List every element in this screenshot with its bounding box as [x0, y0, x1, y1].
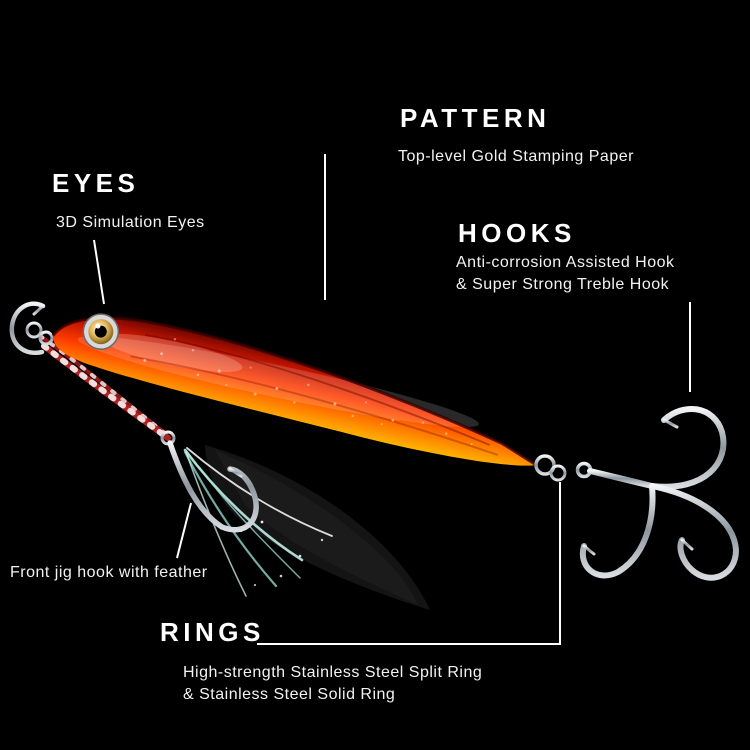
callout-line-front-hook — [176, 502, 192, 559]
eyes-desc: 3D Simulation Eyes — [56, 214, 205, 231]
nose-hook-and-rings — [9, 301, 54, 356]
rings-desc-line1: High-strength Stainless Steel Split Ring — [183, 664, 483, 681]
assist-cord — [38, 334, 171, 441]
hooks-title: HOOKS — [458, 218, 576, 248]
hooks-desc-line1: Anti-corrosion Assisted Hook — [456, 254, 675, 271]
pattern-title: PATTERN — [400, 103, 551, 133]
tail-split-rings — [534, 454, 593, 482]
feather — [183, 447, 333, 597]
rings-desc-line2: & Stainless Steel Solid Ring — [183, 686, 396, 703]
treble-hook — [579, 405, 740, 581]
hooks-desc-line2: & Super Strong Treble Hook — [456, 276, 670, 293]
callout-line-rings — [257, 482, 561, 645]
eyes-title: EYES — [52, 168, 140, 198]
dark-feather — [205, 445, 430, 610]
rings-title: RINGS — [160, 617, 265, 647]
lure-body — [51, 313, 538, 467]
pattern-desc: Top-level Gold Stamping Paper — [398, 148, 634, 165]
front-hook-desc: Front jig hook with feather — [10, 564, 208, 581]
front-jig-hook — [160, 430, 259, 533]
sparkle-dots — [143, 338, 473, 446]
lure-eye — [82, 313, 120, 350]
callout-lines — [93, 154, 691, 645]
callout-line-eyes — [93, 239, 105, 305]
